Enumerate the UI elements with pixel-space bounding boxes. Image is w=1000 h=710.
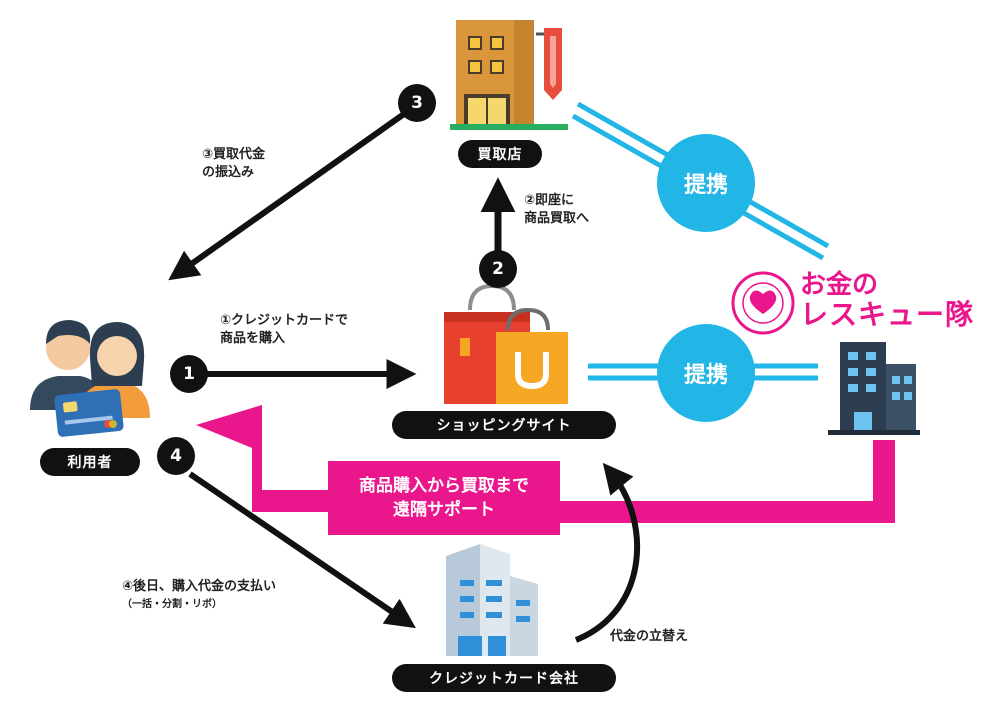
buyer-store-icon — [450, 20, 568, 130]
remote-support-box: 商品購入から買取まで 遠隔サポート — [328, 461, 560, 535]
rescue-team-building-icon — [828, 342, 920, 435]
step4-note-sub: （一括・分割・リボ） — [122, 599, 222, 610]
shop-label: ショッピングサイト — [392, 411, 616, 439]
step4-note-line1: ④後日、購入代金の支払い — [122, 579, 277, 594]
shopping-bags-icon — [444, 283, 568, 404]
rescue-team-seal-icon — [731, 271, 795, 335]
arrow-step4 — [188, 471, 416, 629]
step3-note-line1: ③買取代金 — [202, 147, 266, 162]
step1-note-line1: ①クレジットカードで — [220, 313, 349, 328]
step-badge-1: 1 — [170, 355, 208, 393]
step-badge-4: 4 — [157, 437, 195, 475]
partnership-badge-shop: 提携 — [657, 324, 755, 422]
step-badge-3: 3 — [398, 84, 436, 122]
brand-name-line2: レスキュー隊 — [800, 298, 975, 331]
remote-support-line2: 遠隔サポート — [393, 500, 495, 520]
support-line — [560, 440, 895, 523]
card-company-label: クレジットカード会社 — [392, 664, 616, 692]
arrow-advance — [574, 462, 641, 643]
partnership-badge-buyer: 提携 — [657, 134, 755, 232]
support-arrow — [196, 405, 340, 512]
step3-note-line2: の振込み — [202, 165, 255, 180]
step2-note-line1: ②即座に — [524, 193, 575, 208]
advance-note: 代金の立替え — [610, 629, 689, 644]
step2-note: ②即座に 商品買取へ — [524, 192, 589, 228]
step3-note: ③買取代金 の振込み — [202, 146, 265, 182]
users-icon — [30, 320, 150, 437]
step1-note: ①クレジットカードで 商品を購入 — [220, 312, 348, 348]
buyer-label: 買取店 — [458, 140, 542, 168]
step1-note-line2: 商品を購入 — [220, 331, 286, 346]
step-badge-2: 2 — [479, 250, 517, 288]
arrow-step3 — [168, 111, 406, 281]
step4-note: ④後日、購入代金の支払い （一括・分割・リボ） — [122, 578, 276, 614]
user-label: 利用者 — [40, 448, 140, 476]
card-company-building-icon — [446, 544, 538, 656]
brand-name-line1: お金の — [800, 270, 879, 300]
step2-note-line2: 商品買取へ — [524, 211, 590, 226]
remote-support-line1: 商品購入から買取まで — [359, 476, 529, 496]
